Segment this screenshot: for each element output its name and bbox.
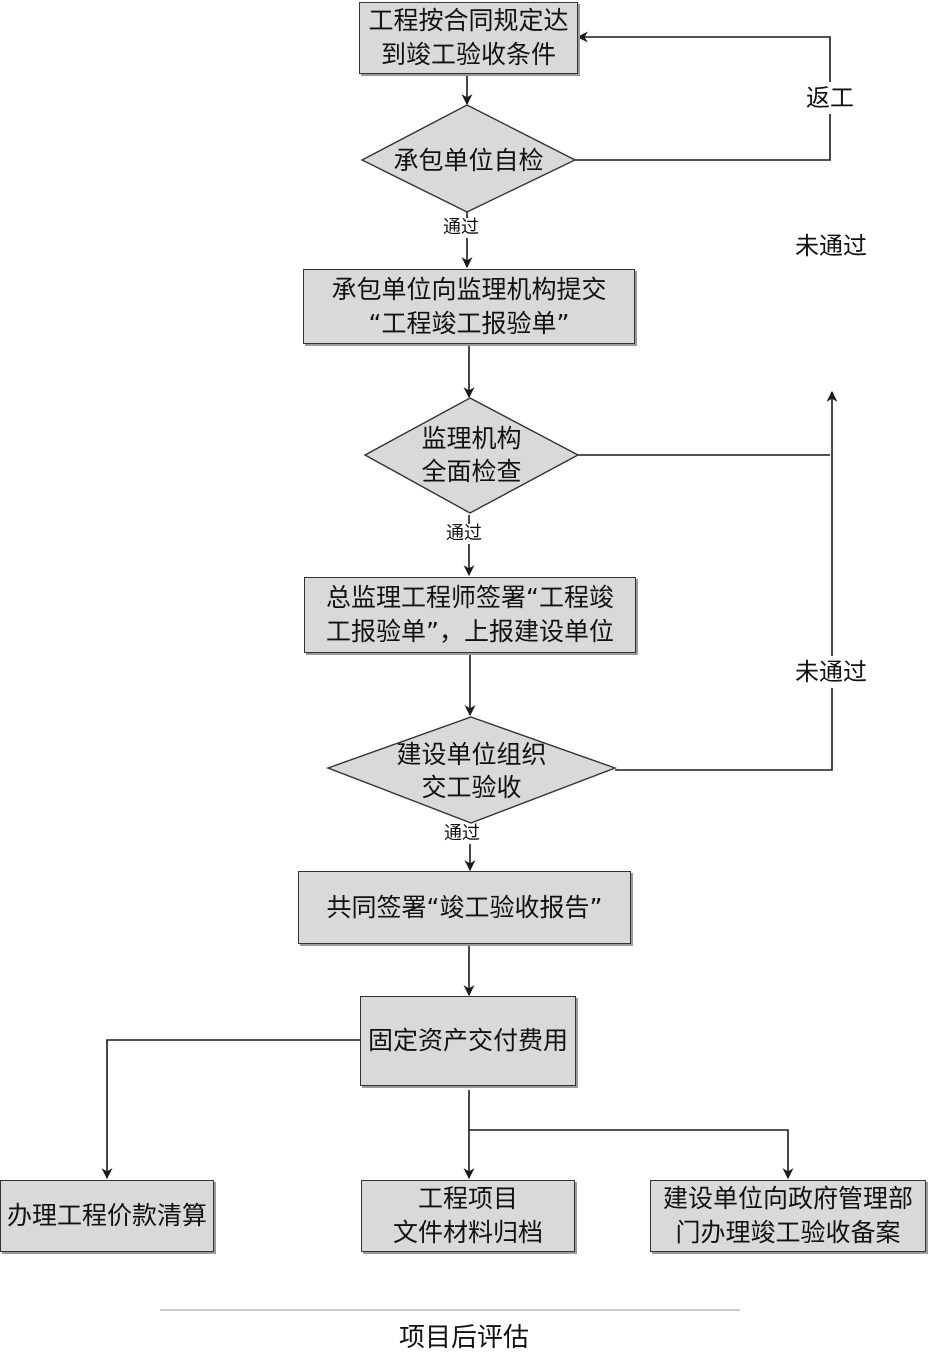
edge-label-pass-3: 通过 <box>442 823 482 844</box>
process-box-archive: 工程项目 文件材料归档 <box>361 1180 575 1252</box>
chief-sign-line-1: 总监理工程师签署“工程竣 <box>326 583 614 612</box>
arrow-asset-to-settlement <box>101 1039 360 1180</box>
decision-diamond-self-check <box>360 104 577 213</box>
decision-diamond-owner-acceptance <box>325 716 618 824</box>
process-box-government-record: 建设单位向政府管理部 门办理竣工验收备案 <box>650 1180 926 1252</box>
edge-label-pass-1: 通过 <box>441 217 481 238</box>
process-box-start: 工程按合同规定达 到竣工验收条件 <box>359 2 578 74</box>
edge-label-pass-2: 通过 <box>444 523 484 544</box>
edge-label-fail-1: 未通过 <box>792 230 870 262</box>
archive-line-1: 工程项目 <box>417 1184 518 1213</box>
process-box-chief-sign: 总监理工程师签署“工程竣 工报验单”，上报建设单位 <box>304 577 636 653</box>
start-line-1: 工程按合同规定达 <box>368 6 569 35</box>
process-box-asset-delivery: 固定资产交付费用 <box>360 996 576 1086</box>
rework-loop-line <box>575 31 831 161</box>
footer-post-evaluation: 项目后评估 <box>398 1323 529 1353</box>
decision-diamond-supervision <box>363 397 580 514</box>
submit-report-line-1: 承包单位向监理机构提交 <box>331 274 607 304</box>
chief-sign-line-2: 工报验单”，上报建设单位 <box>326 617 614 646</box>
supervision-check-line-2: 全面检查 <box>421 457 522 486</box>
arrow-asset-to-government <box>469 1129 794 1180</box>
asset-delivery-line-1: 固定资产交付费用 <box>367 1026 568 1055</box>
process-box-joint-sign: 共同签署“竣工验收报告” <box>298 871 631 944</box>
owner-acceptance-line-2: 交工验收 <box>421 773 522 802</box>
decision-owner-acceptance-text: 建设单位组织 交工验收 <box>328 736 615 806</box>
government-record-line-2: 门办理竣工验收备案 <box>675 1218 901 1247</box>
submit-report-line-2: “工程竣工报验单” <box>368 308 570 338</box>
archive-line-2: 文件材料归档 <box>392 1218 543 1247</box>
joint-sign-line-1: 共同签署“竣工验收报告” <box>326 892 603 922</box>
supervision-check-line-1: 监理机构 <box>421 424 522 453</box>
owner-acceptance-line-1: 建设单位组织 <box>396 740 547 769</box>
process-box-settlement: 办理工程价款清算 <box>0 1180 214 1252</box>
decision-supervision-text: 监理机构 全面检查 <box>365 420 578 490</box>
edge-label-rework: 返工 <box>803 82 857 114</box>
government-record-line-1: 建设单位向政府管理部 <box>662 1184 913 1213</box>
self-check-line-1: 承包单位自检 <box>393 145 544 175</box>
start-line-2: 到竣工验收条件 <box>380 40 556 69</box>
settlement-line-1: 办理工程价款清算 <box>6 1201 207 1230</box>
edge-label-fail-2: 未通过 <box>792 656 870 688</box>
owner-fail-line <box>615 390 838 771</box>
decision-self-check-text: 承包单位自检 <box>362 140 575 180</box>
process-box-submit-report: 承包单位向监理机构提交 “工程竣工报验单” <box>303 269 635 344</box>
